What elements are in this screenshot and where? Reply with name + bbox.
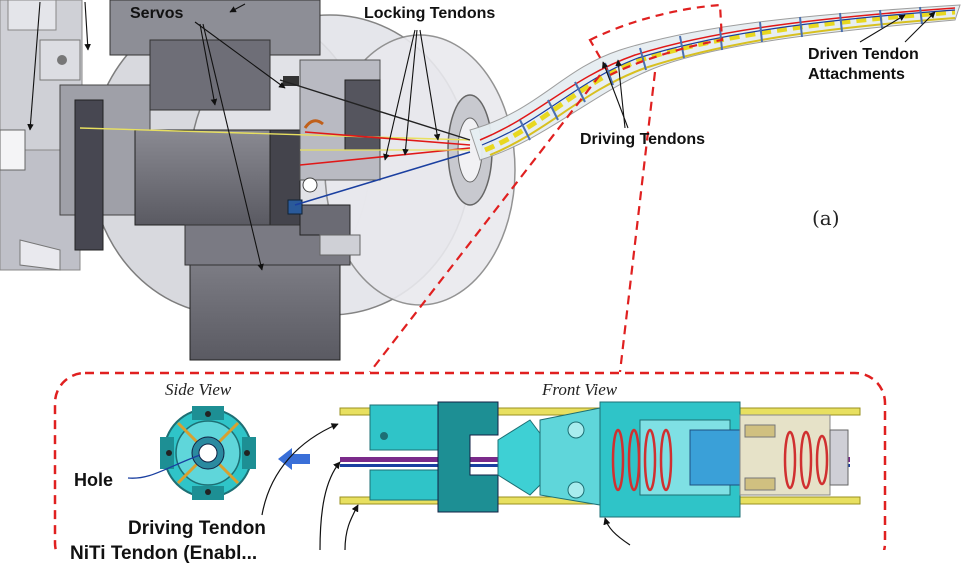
- arm-segment-callout: [588, 3, 724, 77]
- continuum-arm: [469, 4, 961, 161]
- robot-base-assembly: [0, 0, 516, 361]
- label-driven-tendon-attachments-2: Attachments: [808, 66, 905, 83]
- label-driving-tendon: Driving Tendon: [128, 518, 266, 539]
- side-view-drawing: [160, 406, 256, 500]
- label-locking-tendons: Locking Tendons: [364, 5, 496, 22]
- detail-callout-arrows: [261, 423, 631, 551]
- label-front-view: Front View: [542, 380, 618, 399]
- label-panel-a: (a): [812, 206, 840, 230]
- detail-panel-frame: [53, 371, 887, 565]
- servos-arrows: [27, 1, 286, 271]
- callout-connector-right: [618, 71, 657, 373]
- label-hole: Hole: [74, 470, 114, 490]
- front-view-drawing: [339, 401, 861, 518]
- view-direction-arrow: [278, 448, 310, 470]
- label-partial-bottom: NiTi Tendon (Enabl...: [70, 543, 258, 564]
- label-side-view: Side View: [165, 380, 232, 399]
- label-driven-tendon-attachments-1: Driven Tendon: [808, 46, 919, 63]
- label-servos: Servos: [130, 5, 184, 22]
- driven-attachments-arrows: [859, 11, 936, 43]
- hole-leader: [127, 454, 201, 479]
- callout-connector-left: [369, 74, 601, 373]
- label-driving-tendons: Driving Tendons: [580, 131, 706, 148]
- locking-tendons-arrows: [383, 29, 441, 161]
- driving-tendons-arrows: [602, 59, 629, 129]
